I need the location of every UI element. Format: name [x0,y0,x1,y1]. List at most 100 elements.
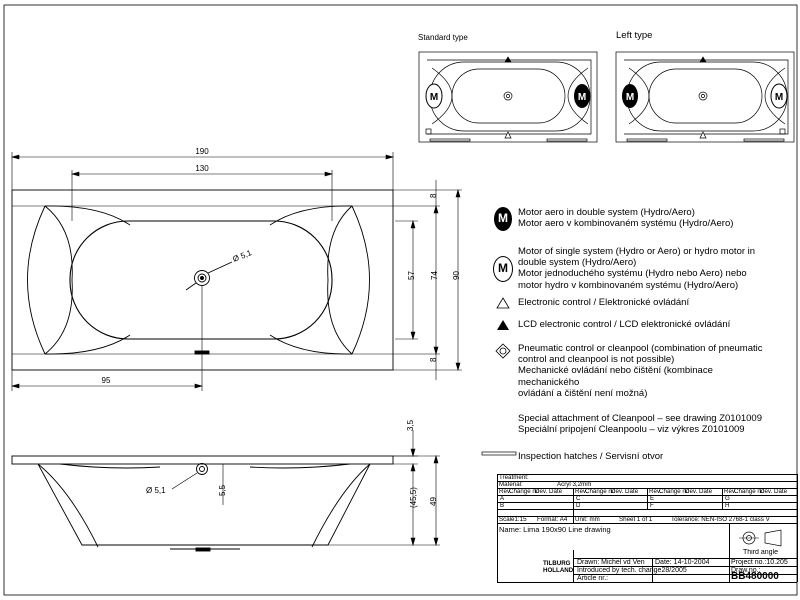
top-view-dimensions [10,152,462,391]
company-name: HOLLAND [543,567,574,574]
left-type-schematic [615,51,795,143]
dimension-90: 90 [452,271,461,280]
legend-text: Special attachment of Cleanpool – see dr… [518,413,762,424]
rev-header: Rev. [575,488,588,495]
rev-letter: E [650,495,655,502]
drawing-date: Date: 14-10-2004 [655,559,710,566]
rev-header: Rev. [724,488,737,495]
third-angle-projection-icon [739,529,782,547]
rev-letter: A [500,495,505,502]
legend-special: Special attachment of Cleanpool – see dr… [488,413,798,435]
rev-letter: H [725,502,730,509]
legend-text: LCD electronic control / LCD elektronick… [518,319,731,330]
motor-black-standard [574,84,590,108]
drawing-name: Name: Lima 190x90 Line drawing [499,525,611,534]
dimension-74: 74 [430,271,439,280]
standard-type-label: Standard type [418,33,468,42]
motor-letter: M [578,92,586,103]
motor-black-icon: M [494,207,512,231]
rev-letter: B [500,502,505,509]
rev-letter: G [725,495,730,502]
dimension-drain-offset: 95 [102,376,111,385]
motor-letter: M [775,92,783,103]
format: Format: A4 [537,516,568,523]
tolerance: Tolerance: NEN-ISO 2768-1 class V [671,516,770,523]
dimension-inner: 130 [195,164,209,173]
dimension-5-5: 5,5 [218,484,227,496]
triangle-filled-icon [497,320,509,330]
legend-text: ovládání a čištění není možná) [518,387,648,399]
legend-text: Inspection hatches / Servisní otvor [518,451,664,462]
projection-label: Third angle [743,549,779,556]
side-view [11,455,394,552]
material-value: Acryl 3,2mm [557,481,592,488]
legend-lcd: LCD electronic control / LCD elektronick… [488,319,798,331]
motor-black-left [622,84,638,108]
legend-text: Electronic control / Elektronické ovládá… [518,297,690,308]
top-view-dimension-labels: 190 130 95 8 57 74 90 8 Ø 5,1 [102,147,461,385]
side-view-dimension-labels: 3,5 5,5 (45,5) 49 Ø 5,1 [146,419,438,508]
rev-header: Date [699,488,713,495]
motor-white-left [770,83,788,109]
project-number: Project no.:10.205 [731,559,788,566]
dimension-57: 57 [407,271,416,280]
dimension-8-top: 8 [429,193,438,198]
side-view-dimensions [171,430,440,547]
rev-header: Change no [734,488,765,495]
rev-header: Rev. [499,488,512,495]
legend-text: Motor jednoduchého systému (Hydro nebo A… [518,268,747,280]
rev-header: Dev. [685,488,698,495]
top-view [11,189,394,371]
legend-text: Mechanické ovládání nebo čištění (kombin… [518,365,713,377]
rev-letter: D [576,502,581,509]
introduced-by: Introduced by tech. change28/2005 [577,567,687,574]
standard-type-schematic [418,51,598,143]
treatment-label: Treatment: [499,474,529,481]
legend-text: Motor aero v kombinovaném systému (Hydro… [518,218,734,230]
legend-text: Motor aero in double system (Hydro/Aero) [518,207,695,218]
material-label: Material: [499,481,523,488]
company-name: TILBURG [543,560,571,567]
dimension-8-bottom: 8 [429,357,438,362]
rev-header: Dev. [535,488,548,495]
legend-text: control and cleanpool is not possible) [518,354,675,366]
legend-text: Motor of single system (Hydro or Aero) o… [518,246,756,257]
legend-text: mechanického [518,376,580,388]
legend-text: motor hydro v kombinovaném systému (Hydr… [518,279,739,291]
drain-diameter-label: Ø 5,1 [231,248,253,264]
motor-white-standard [425,83,443,109]
rev-header: Date [774,488,788,495]
dimension-length: 190 [195,147,209,156]
title-block: Treatment: Material: Acryl 3,2mm Rev. Ch… [497,474,798,583]
legend-hatches: Inspection hatches / Servisní otvor [480,451,790,462]
legend-text: Speciální pripojení Cleanpoolu – viz výk… [518,424,745,436]
inspection-hatch-icon [481,451,517,456]
triangle-outline-icon [496,297,510,309]
dimension-49: 49 [429,497,438,506]
rev-header: Change no [659,488,690,495]
rev-header: Date [549,488,563,495]
unit: Unit: mm [575,516,600,523]
rev-letter: C [576,495,581,502]
drain-diameter-label: Ø 5,1 [146,486,166,495]
rev-letter: F [650,502,654,509]
scale: Scale1:15 [499,516,527,523]
sheet-border [3,4,798,596]
drawing-number: BB480000 [731,571,779,582]
legend-text: double system (Hydro/Aero) [518,257,637,269]
rev-header: Change no [585,488,616,495]
article-number-label: Article nr.: [577,575,609,582]
pneumatic-diamond-icon [495,343,511,359]
legend-motor-double: M Motor aero in double system (Hydro/Aer… [488,207,798,231]
rev-header: Change no [509,488,540,495]
dimension-3-5: 3,5 [406,419,415,431]
legend-electronic: Electronic control / Elektronické ovládá… [488,297,798,309]
drawing-number-label: Draw.no.: [731,567,761,574]
dimension-45-5: (45,5) [409,487,418,508]
legend-text: Pneumatic control or cleanpool (combinat… [518,343,763,354]
motor-white-icon: M [493,256,513,282]
rev-header: Rev. [649,488,662,495]
left-type-label: Left type [616,30,652,41]
rev-header: Dev. [760,488,773,495]
